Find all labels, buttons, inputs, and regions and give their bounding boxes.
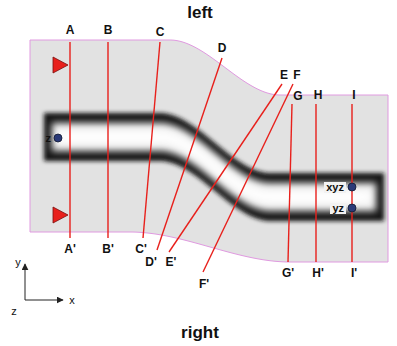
probe-dot: [348, 183, 356, 191]
point-label: yz: [330, 203, 346, 214]
source-triangle: [53, 207, 68, 223]
cut-label: C: [156, 26, 165, 38]
probe-dot: [54, 134, 62, 142]
point-label: xyz: [324, 182, 346, 193]
probe-dot: [348, 204, 356, 212]
cut-line: [169, 84, 282, 252]
cut-label: B': [102, 243, 114, 255]
y-axis: [25, 264, 26, 300]
cut-label: H: [314, 89, 323, 101]
cut-label: I': [351, 267, 357, 279]
axis-label: z: [11, 306, 17, 317]
cut-label: E': [166, 256, 177, 268]
waveguide-core: [44, 113, 384, 221]
cut-label: E: [280, 69, 288, 81]
cut-label: H': [312, 267, 324, 279]
cut-label: A: [66, 24, 75, 36]
cut-label: B: [104, 24, 113, 36]
side-label: left: [187, 4, 213, 21]
cut-line: [143, 42, 160, 238]
cut-label: F': [199, 278, 209, 290]
core-interior: [52, 123, 376, 211]
cut-line: [107, 42, 108, 238]
side-label: right: [181, 324, 219, 341]
cut-line: [69, 42, 70, 238]
cut-label: D: [218, 42, 227, 54]
cut-label: F: [293, 69, 300, 81]
cut-label: D': [145, 256, 157, 268]
point-label: z: [46, 133, 52, 144]
cut-label: G': [282, 267, 294, 279]
cut-line: [203, 84, 293, 272]
cladding-region: [30, 40, 388, 262]
x-axis: [25, 300, 63, 301]
core-highlight: [58, 132, 370, 202]
axis-label: x: [69, 295, 75, 306]
cut-label: A': [64, 243, 76, 255]
cut-line: [315, 104, 316, 262]
cut-label: C': [135, 243, 147, 255]
cut-label: G: [293, 90, 302, 102]
source-triangle: [53, 57, 68, 73]
axis-label: y: [15, 257, 21, 268]
cut-line: [288, 104, 292, 262]
cut-label: I: [352, 89, 355, 101]
